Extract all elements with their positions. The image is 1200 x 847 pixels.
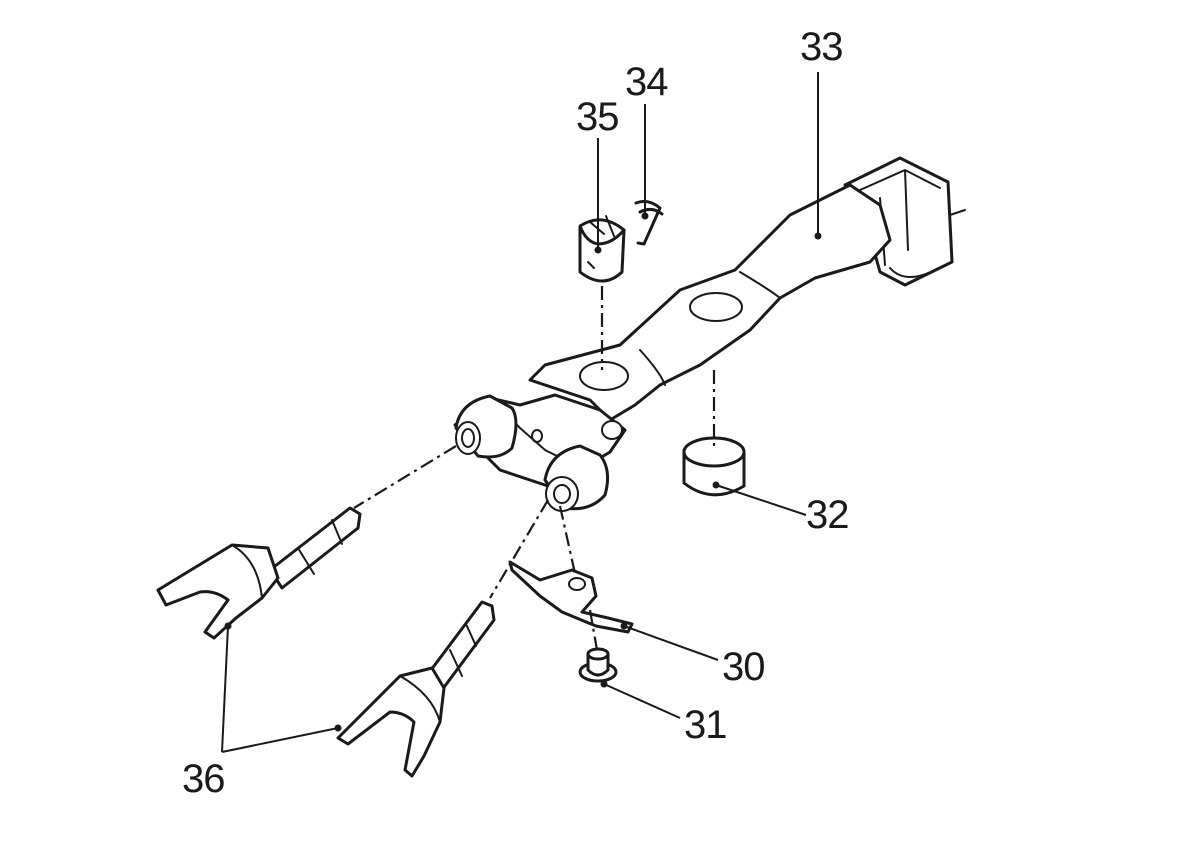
assembly-center-lines xyxy=(353,286,716,651)
callout-36: 36 xyxy=(182,757,225,801)
part-30-lever xyxy=(508,560,634,634)
part-32-bushing xyxy=(682,436,746,497)
callout-35: 35 xyxy=(576,95,619,139)
part-36-fork-upper xyxy=(156,506,362,640)
callout-33: 33 xyxy=(800,25,843,69)
part-35-sleeve xyxy=(578,215,626,283)
callout-32: 32 xyxy=(806,493,849,537)
part-36-fork-lower xyxy=(336,600,496,778)
callout-31: 31 xyxy=(684,703,727,747)
part-31-stud xyxy=(578,647,618,683)
part-34-pin xyxy=(634,199,664,246)
callout-30: 30 xyxy=(722,645,765,689)
callout-34: 34 xyxy=(625,60,668,104)
leader-lines xyxy=(221,72,822,753)
part-33-shift-arm xyxy=(453,156,966,512)
